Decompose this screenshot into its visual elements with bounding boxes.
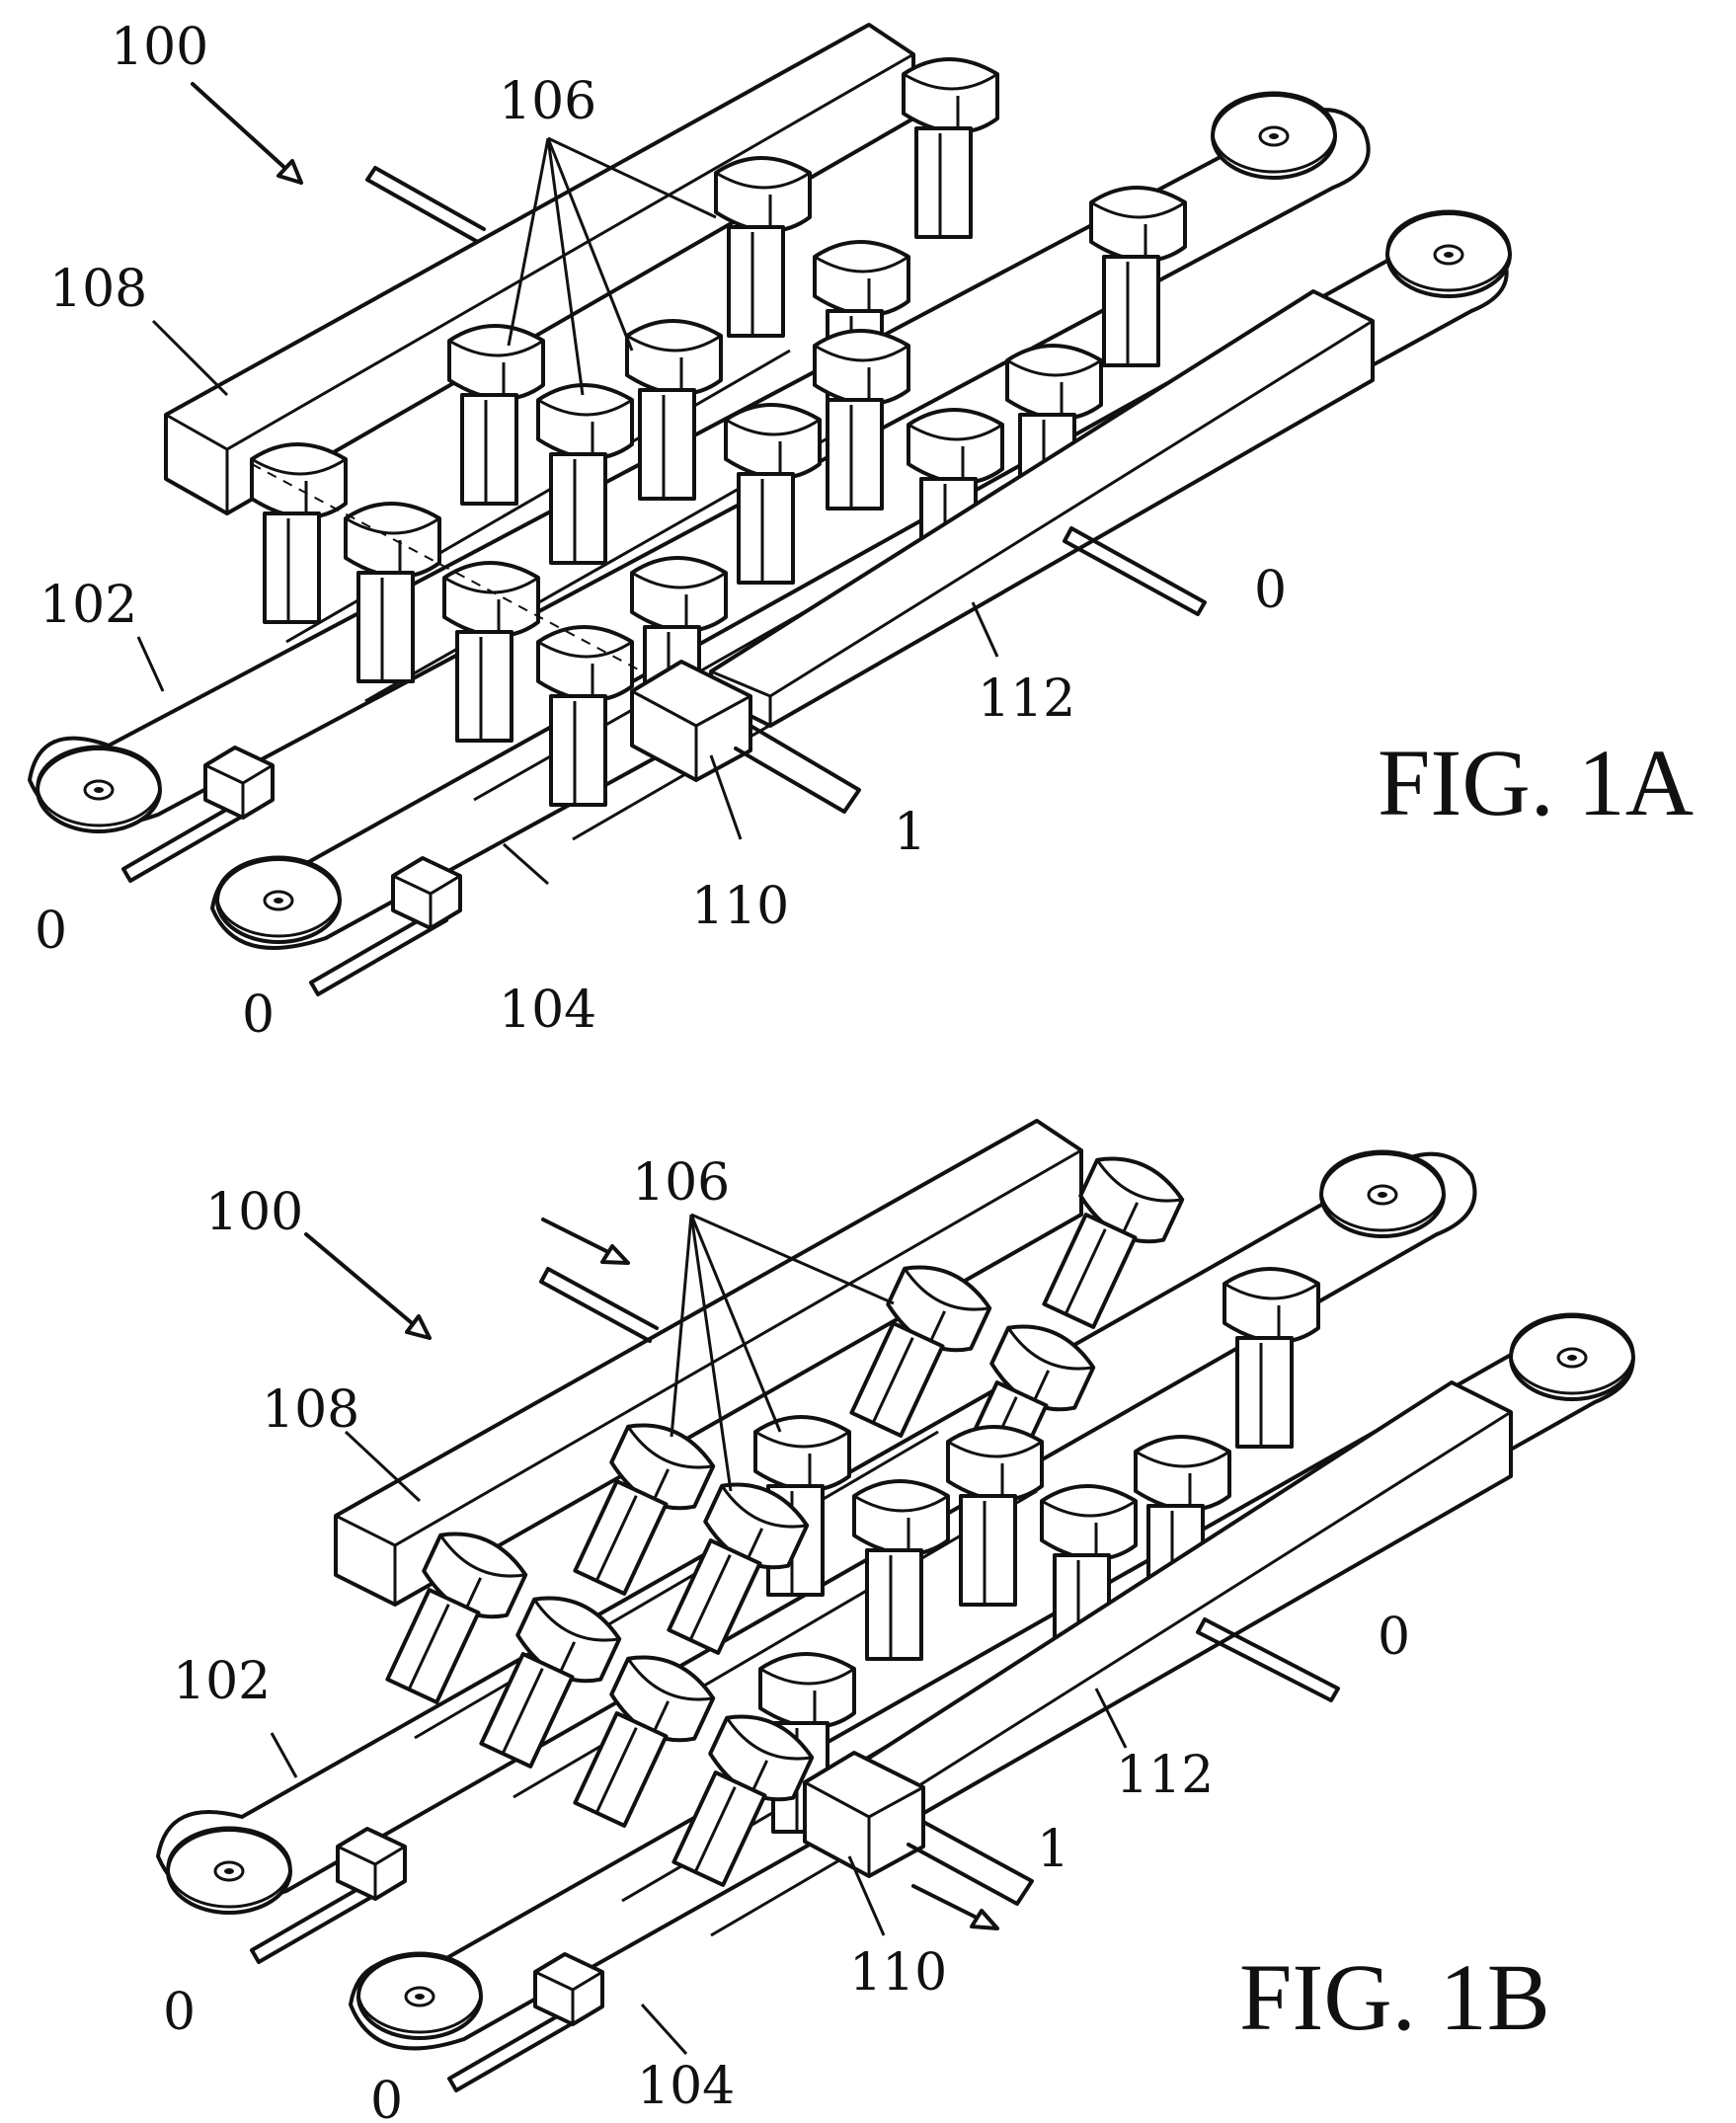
label-output-front: 1 [1037,1820,1069,1879]
pin-element [449,326,543,504]
label-output-right: 0 [1378,1608,1410,1667]
label-104: 104 [637,2057,735,2116]
pin-element [854,1481,948,1659]
label-108: 108 [49,260,147,319]
pulley-icon [1213,93,1335,178]
label-110: 110 [691,877,789,936]
label-112: 112 [978,669,1075,729]
pin-element [252,444,346,622]
caption-fig-1b: FIG. 1B [1239,1944,1550,2050]
pin-element [948,1427,1042,1605]
clamp-icon [338,1829,405,1899]
label-output-front: 1 [894,803,926,862]
label-input-left: 0 [163,1983,196,2042]
label-110: 110 [849,1943,947,2003]
pulley-icon [168,1828,290,1913]
pin-element [1224,1269,1318,1447]
pin-element [716,158,810,336]
pulley-icon [1321,1151,1444,1236]
pulley-icon [217,857,340,942]
pulley-icon [1387,211,1510,296]
pin-element [444,563,538,741]
pin-element [904,59,997,237]
label-100: 100 [111,18,208,77]
figure-1a: 100 106 108 102 104 110 112 0 0 0 1 FIG.… [30,18,1694,1045]
label-input-mid: 0 [370,2072,403,2123]
label-100: 100 [205,1183,303,1242]
label-106: 106 [632,1153,730,1213]
pin-element [346,504,439,681]
label-output-right: 0 [1254,561,1287,620]
caption-fig-1a: FIG. 1A [1378,730,1694,835]
label-input-left: 0 [35,902,67,961]
label-104: 104 [499,981,596,1040]
pin-element [1091,188,1185,365]
pin-element [627,321,721,499]
label-112: 112 [1116,1746,1214,1805]
label-106: 106 [499,72,596,131]
pin-element [726,405,820,583]
label-102: 102 [39,576,137,635]
pulley-icon [1511,1314,1633,1399]
label-input-mid: 0 [242,985,275,1045]
figure-1b: 100 106 108 102 104 110 112 0 0 0 1 FIG.… [158,1121,1633,2123]
label-102: 102 [173,1652,271,1711]
pulley-icon [38,747,160,831]
pulley-icon [358,1953,481,2038]
arrow-100 [306,1234,430,1338]
label-108: 108 [262,1380,359,1440]
